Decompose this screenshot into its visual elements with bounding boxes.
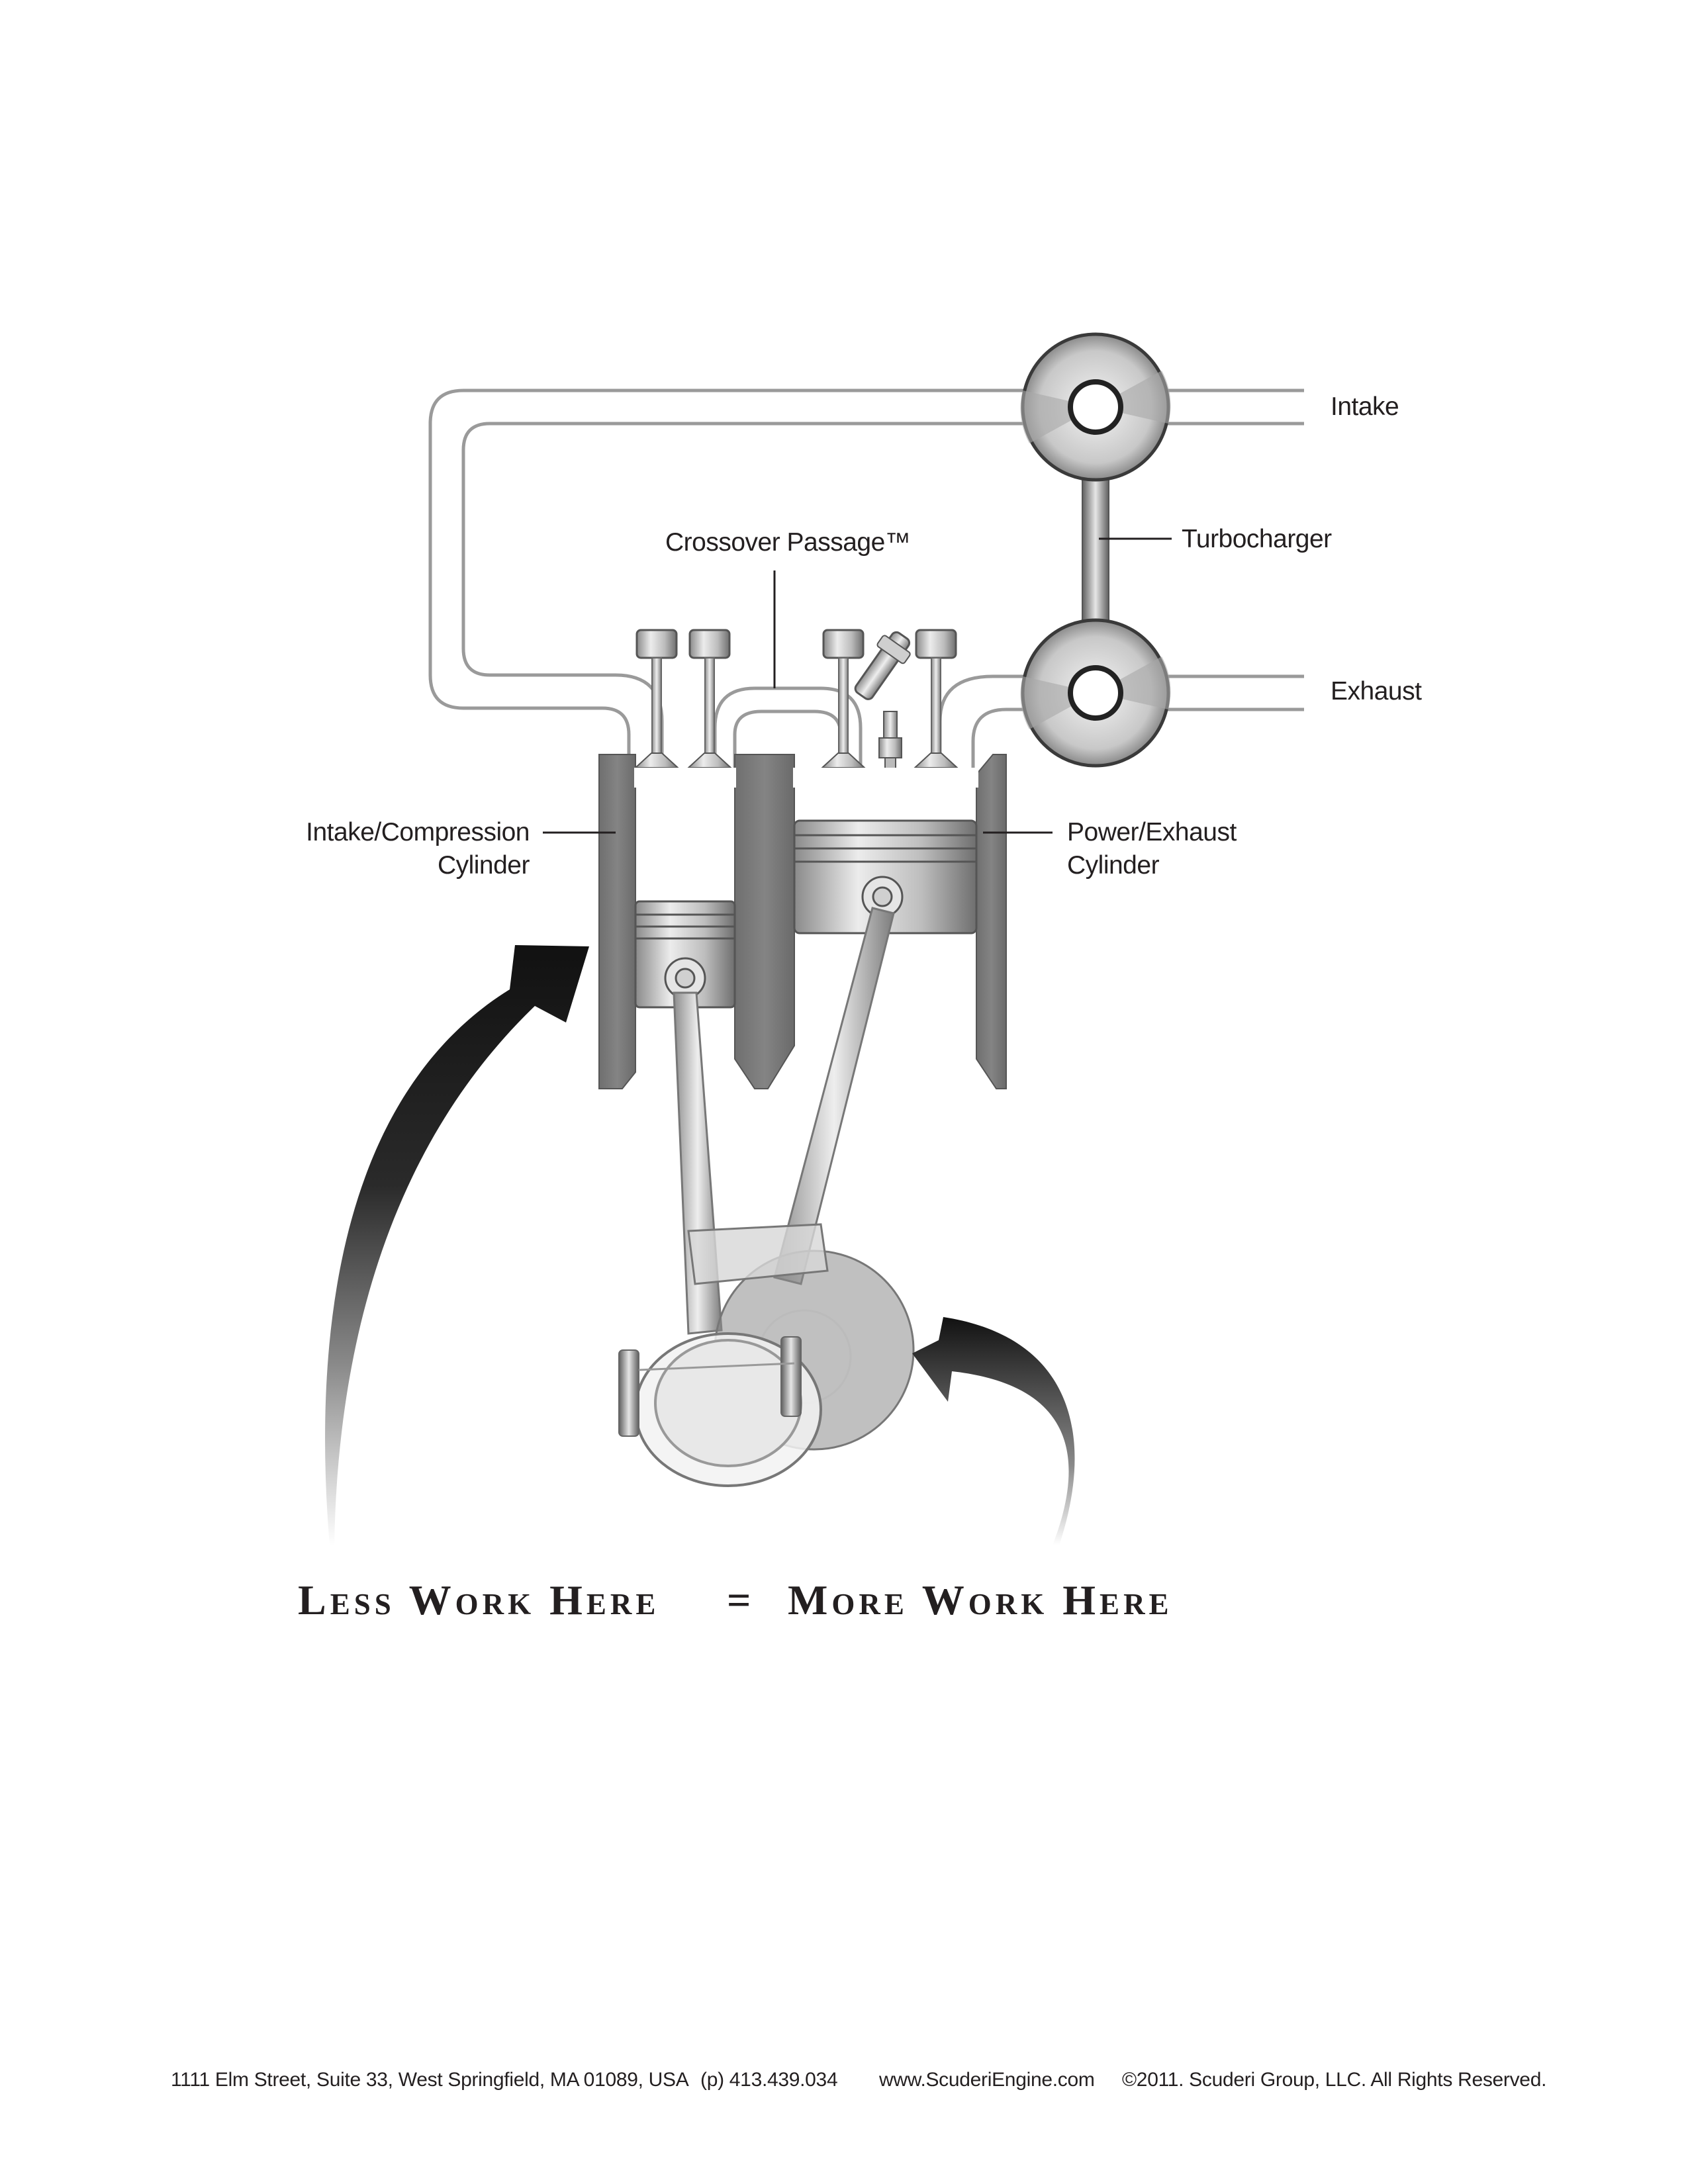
crossover-label-text: Crossover Passage™ [665,528,911,557]
tagline-less-work: Less Work Here [298,1574,659,1627]
footer-address: 1111 Elm Street, Suite 33, West Springfi… [171,2069,689,2091]
exhaust-label-text: Exhaust [1331,677,1422,705]
turbo-compressor-wheel [1020,332,1171,482]
turbocharger-label: Turbocharger [1182,523,1332,556]
crossover-label: Crossover Passage™ [665,526,911,559]
power-piston [793,819,978,934]
more-work-arrow [912,1317,1075,1545]
power-cylinder-label-line1: Power/Exhaust [1067,818,1237,846]
turbocharger-label-text: Turbocharger [1182,525,1332,553]
fuel-injector-icon [854,631,911,700]
intake-cylinder-label-line1: Intake/Compression [306,818,530,846]
tagline-less-work-text: Less Work Here [298,1576,660,1623]
turbocharger [1020,332,1171,768]
crankshaft [618,1223,915,1487]
less-work-arrow [325,945,589,1545]
compression-piston [634,900,736,1009]
power-exhaust-cylinder-label: Power/Exhaust Cylinder [1067,816,1237,882]
leader-lines [543,537,1172,834]
footer-copyright: ©2011. Scuderi Group, LLC. All Rights Re… [1122,2069,1547,2091]
intake-label: Intake [1331,390,1399,424]
tagline-equals: = [727,1574,755,1627]
intake-compression-cylinder-label: Intake/Compression Cylinder [306,816,530,882]
turbo-turbine-wheel [1020,618,1171,768]
valve-4 [913,629,959,768]
engine-block [598,754,1007,1089]
footer-website[interactable]: www.ScuderiEngine.com [879,2069,1095,2091]
tagline-more-work-text: More Work Here [788,1576,1173,1623]
exhaust-label: Exhaust [1331,675,1422,708]
spark-plug-icon [878,711,902,770]
intake-pipe [428,388,1304,774]
footer-phone: (p) 413.439.034 [700,2069,838,2091]
tagline-equals-text: = [727,1576,755,1623]
tagline-more-work: More Work Here [788,1574,1173,1627]
valve-1 [633,629,680,768]
intake-cylinder-label-line2: Cylinder [437,851,530,880]
intake-label-text: Intake [1331,392,1399,421]
power-cylinder-label-line2: Cylinder [1067,851,1160,880]
valve-3 [820,629,867,768]
